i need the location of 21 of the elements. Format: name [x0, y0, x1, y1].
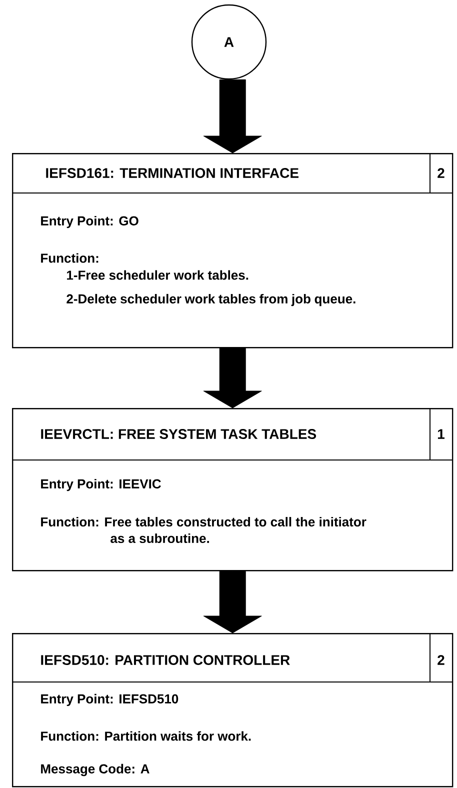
arrow	[203, 348, 262, 408]
module-title: IEFSD161: TERMINATION INTERFACE	[46, 168, 298, 178]
entry-point-text: Entry Point: IEEVIC	[41, 478, 161, 492]
arrow	[203, 570, 262, 634]
function-item: 2-Delete scheduler work tables from job queue.	[66, 294, 356, 306]
entry-point-text: Entry Point: GO	[41, 216, 138, 228]
arrow	[203, 79, 262, 154]
page-number: 2	[438, 655, 444, 665]
entry-point-text: Entry Point: IEFSD510	[41, 694, 178, 706]
function-label: Function:	[41, 253, 98, 263]
module-box	[12, 152, 454, 348]
page-number: 1	[438, 429, 444, 439]
module-title: IEEVRCTL: FREE SYSTEM TASK TABLES	[41, 429, 316, 439]
function-text: Function: Free tables constructed to call the initiator as a subroutine.	[41, 516, 366, 544]
module-box	[12, 632, 454, 788]
function-item: 1-Free scheduler work tables.	[67, 270, 248, 280]
message-code-text: Message Code: A	[41, 764, 150, 776]
module-title: IEFSD510: PARTITION CONTROLLER	[41, 655, 290, 665]
module-box	[12, 408, 454, 572]
function-text: Function: Partition waits for work.	[41, 731, 251, 741]
page-number: 2	[438, 168, 444, 178]
